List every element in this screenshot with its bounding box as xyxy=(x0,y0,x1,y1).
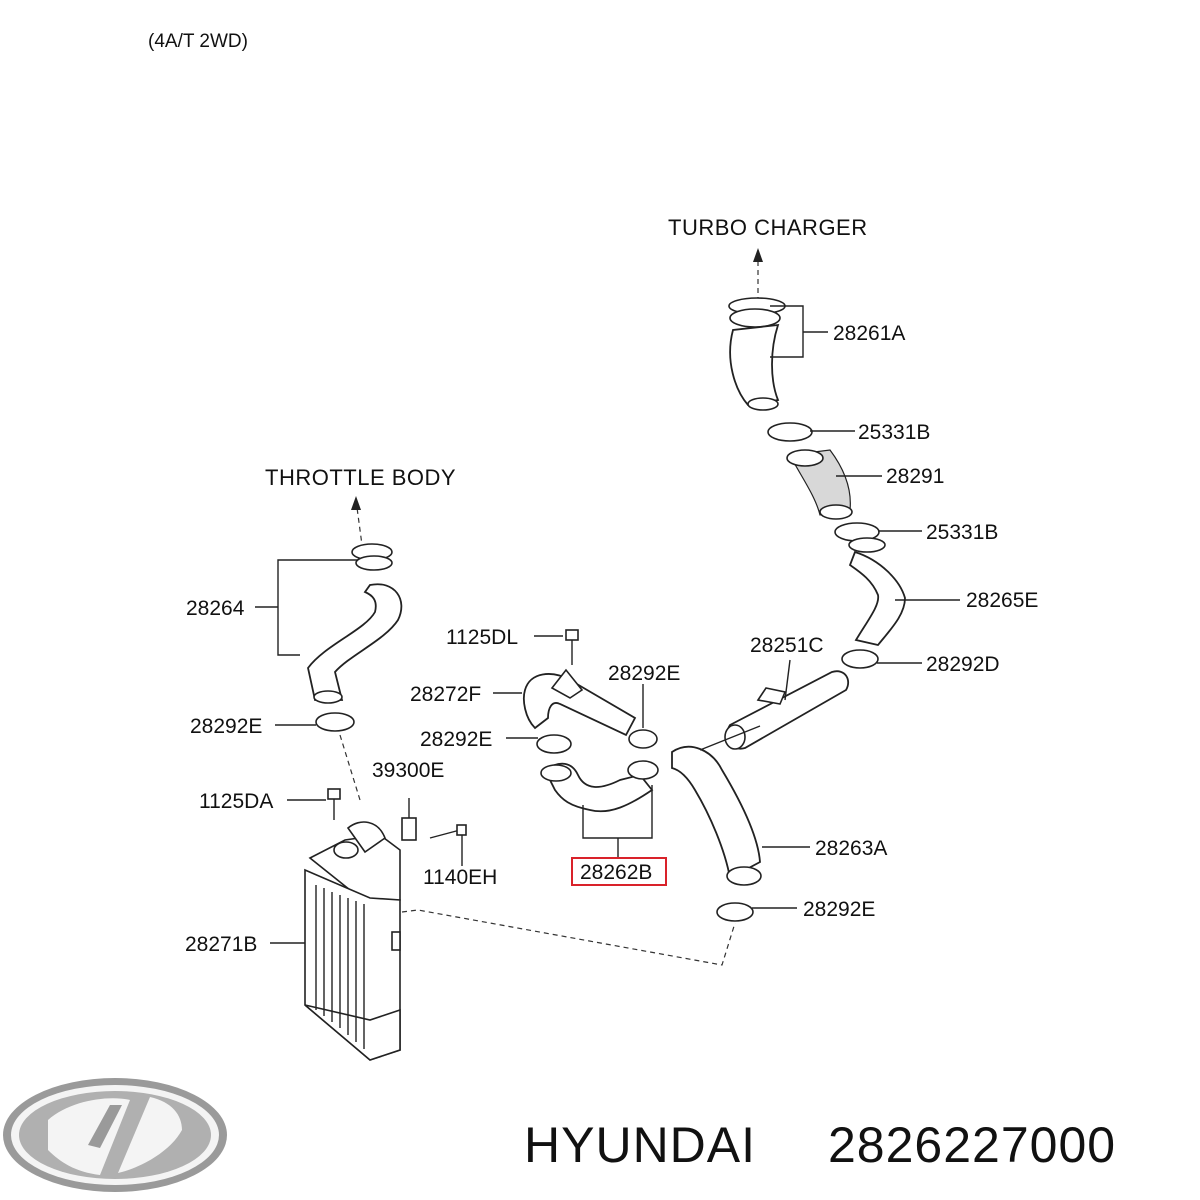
label-28292E-a: 28292E xyxy=(190,715,262,738)
label-28251C: 28251C xyxy=(750,634,824,657)
part-39300E-sensor xyxy=(401,798,417,841)
arrow-to-turbo-charger xyxy=(753,248,763,298)
label-28292E-c: 28292E xyxy=(420,728,492,751)
label-28292E-b: 28292E xyxy=(608,662,680,685)
label-1140EH: 1140EH xyxy=(423,866,497,889)
variant-header: (4A/T 2WD) xyxy=(148,31,248,52)
label-28261A: 28261A xyxy=(833,322,905,345)
label-28291: 28291 xyxy=(886,465,944,488)
connection-intercooler-outlet xyxy=(401,909,736,966)
leader-28264 xyxy=(255,559,358,656)
caption-throttle-body: THROTTLE BODY xyxy=(265,465,456,490)
part-28292E-clamp-left xyxy=(315,712,355,732)
part-28292E-clamp-bottom xyxy=(716,902,754,922)
label-25331B-top: 25331B xyxy=(858,421,930,444)
label-28263A: 28263A xyxy=(815,837,887,860)
part-28261A-hose xyxy=(728,297,786,411)
part-28292E-clamp-middle xyxy=(536,734,572,754)
caption-turbo-charger: TURBO CHARGER xyxy=(668,215,868,240)
part-28292E-clamp-upper xyxy=(628,729,658,749)
highlight-box-28262B xyxy=(571,857,667,886)
part-28263A-hose xyxy=(671,745,762,886)
label-1125DL: 1125DL xyxy=(446,626,518,649)
label-28271B: 28271B xyxy=(185,933,257,956)
hyundai-logo xyxy=(3,1078,227,1192)
part-1125DA-bolt xyxy=(327,788,341,820)
part-28291-pipe xyxy=(786,449,853,520)
part-1125DL-bolt xyxy=(565,629,579,665)
part-25331B-clamp-top xyxy=(767,422,813,442)
part-28292D-clamp xyxy=(841,649,879,669)
label-28265E: 28265E xyxy=(966,589,1038,612)
leader-28261A xyxy=(770,305,828,358)
part-28251C-pipe xyxy=(724,670,850,750)
label-28262B: 28262B xyxy=(580,861,652,884)
part-28272F-pipe xyxy=(522,668,637,737)
label-28264: 28264 xyxy=(186,597,245,620)
part-28262B-hose xyxy=(540,760,659,813)
brand-name: HYUNDAI xyxy=(524,1117,756,1173)
part-28264-hose xyxy=(307,543,403,704)
part-1140EH-screw xyxy=(429,824,467,866)
label-28292D: 28292D xyxy=(926,653,1000,676)
part-28265E-hose xyxy=(848,550,906,647)
part-number: 2826227000 xyxy=(828,1117,1116,1173)
label-28292E-d: 28292E xyxy=(803,898,875,921)
leader-28262B xyxy=(582,785,653,858)
part-28271B-intercooler xyxy=(304,821,401,1061)
label-39300E: 39300E xyxy=(372,759,444,782)
arrow-to-throttle-body xyxy=(351,496,363,546)
label-28272F: 28272F xyxy=(410,683,481,706)
label-25331B-bottom: 25331B xyxy=(926,521,998,544)
label-1125DA: 1125DA xyxy=(199,790,273,813)
